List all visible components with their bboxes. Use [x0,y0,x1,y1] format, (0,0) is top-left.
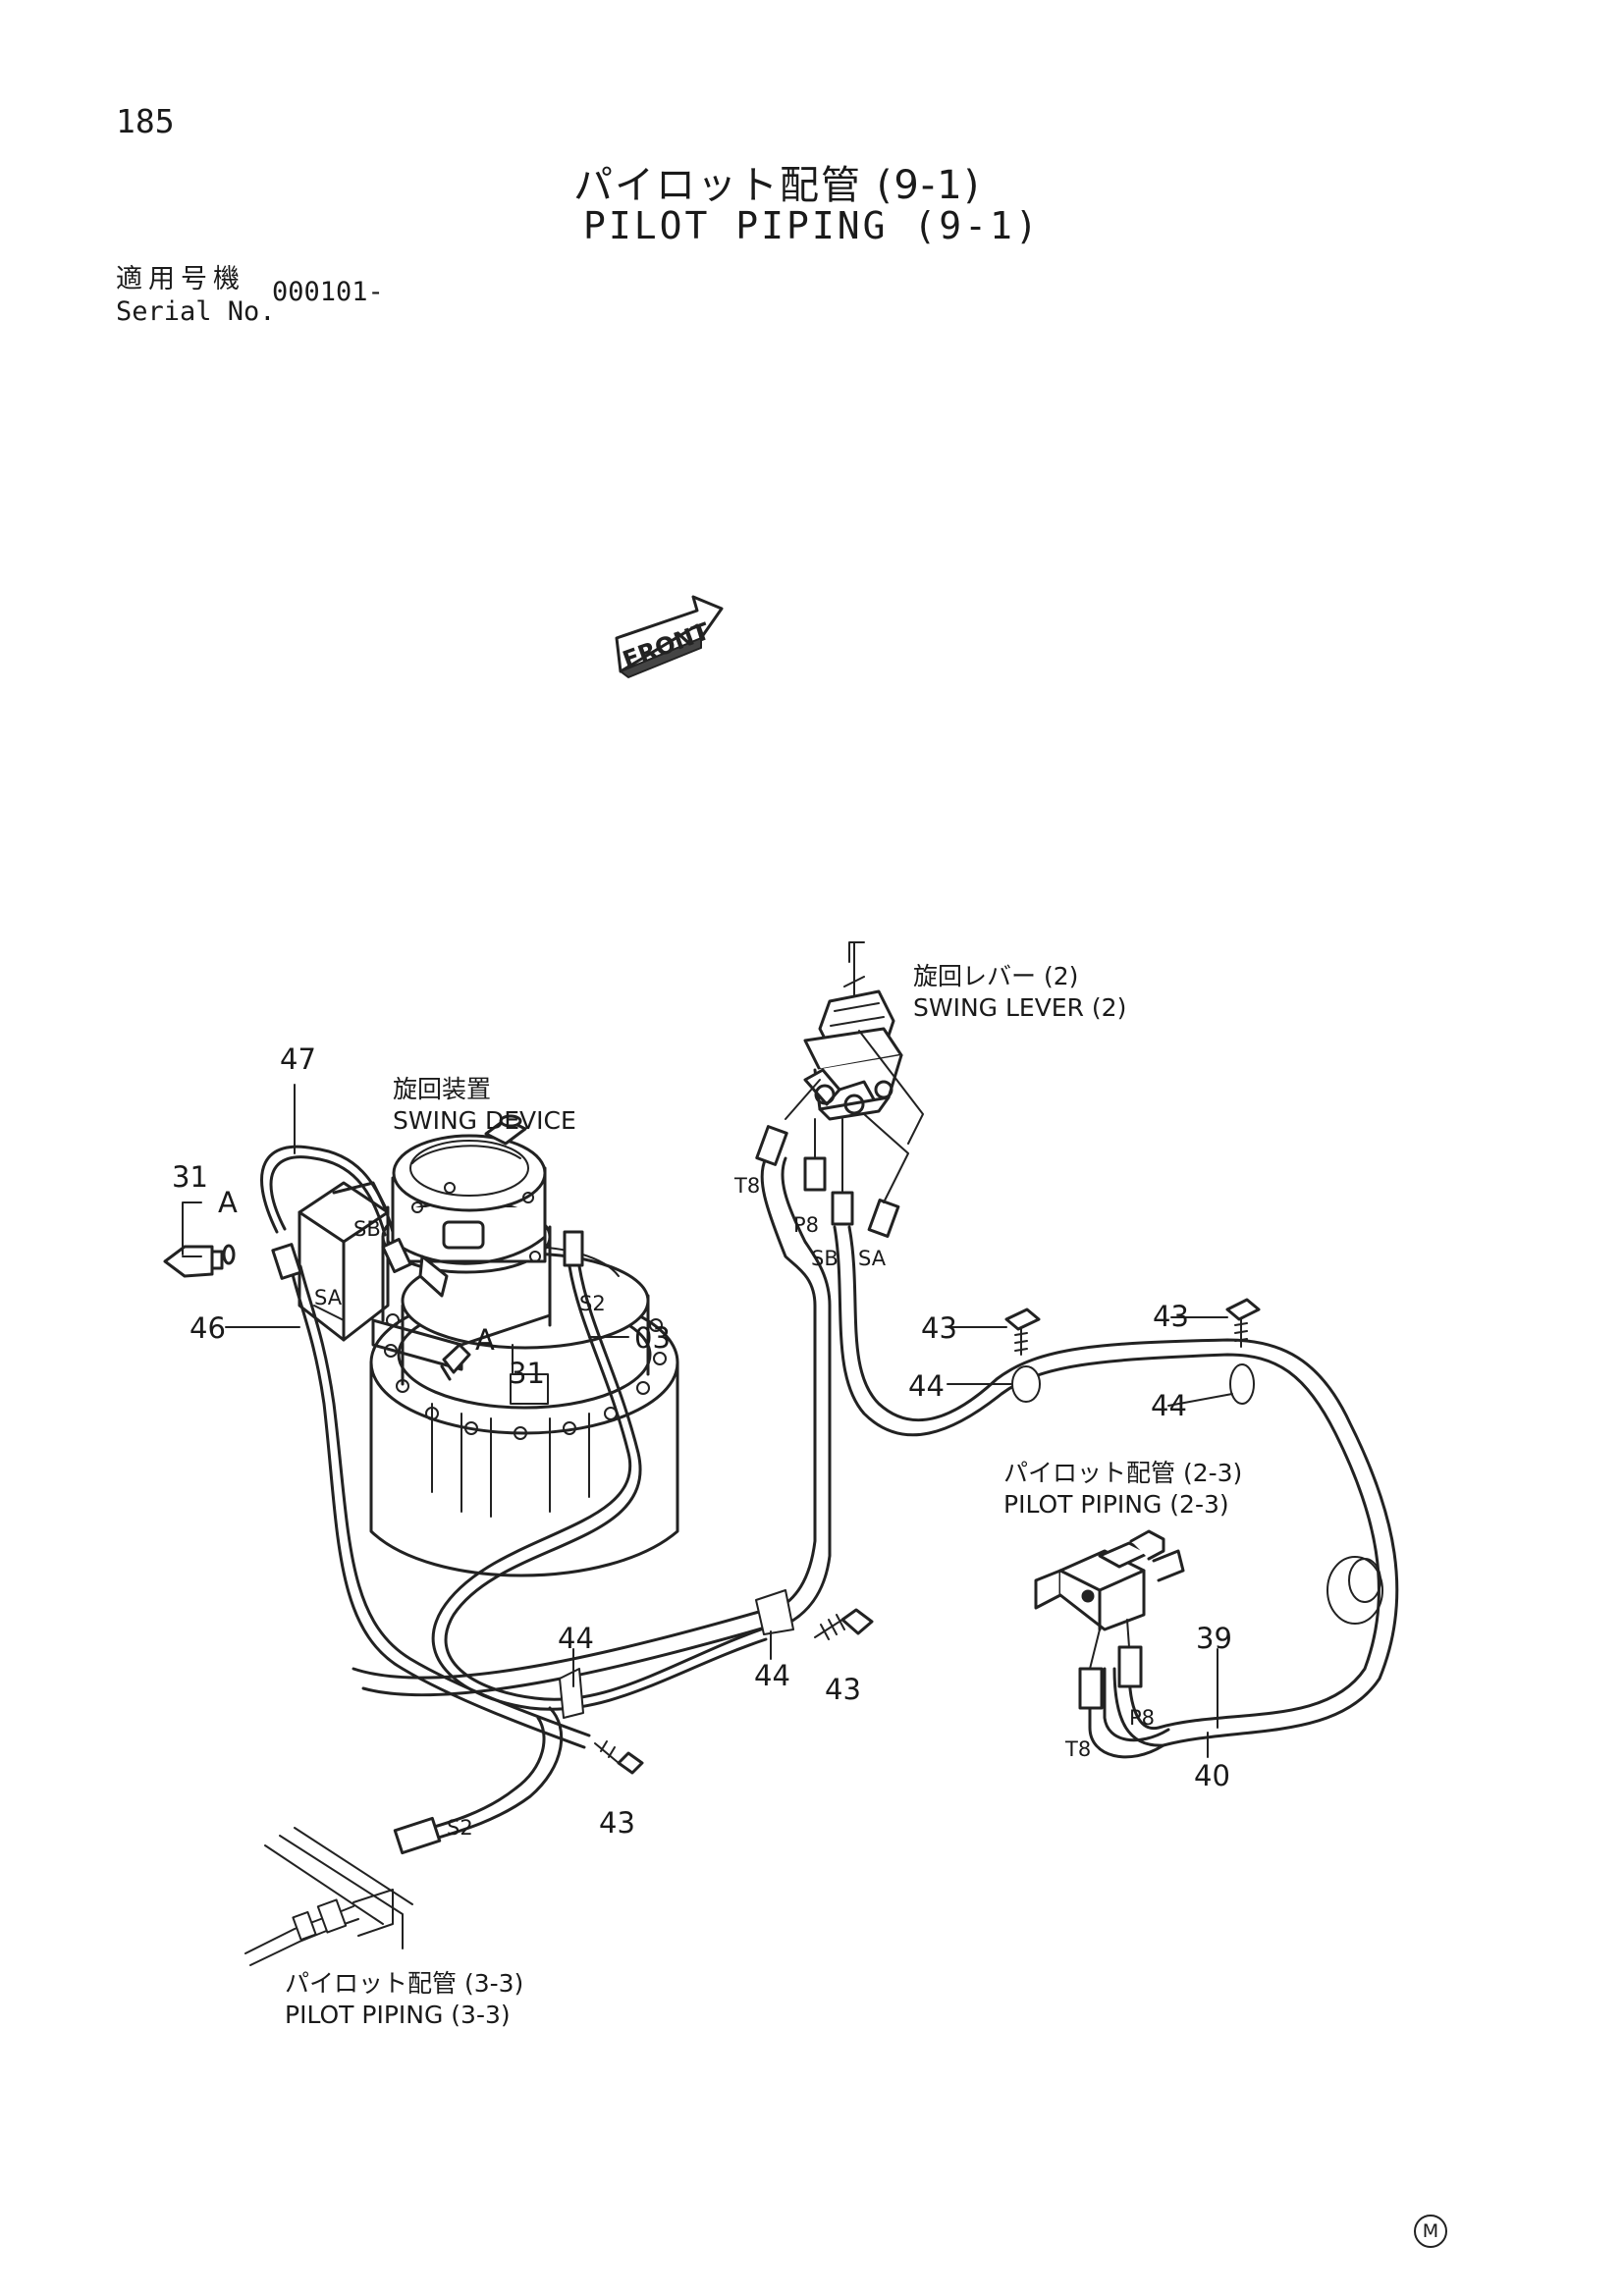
port-label-t8: T8 [1065,1737,1092,1761]
port-label-s2: S2 [579,1292,606,1315]
swing-device-drawing [369,1114,679,1577]
serial-label: Serial No. [116,296,276,327]
part-number-43: 43 [1153,1300,1189,1333]
part-number-43: 43 [599,1806,635,1840]
serial-value: 000101- [272,277,384,307]
part-number-31: 31 [172,1160,208,1194]
part-number-44: 44 [908,1369,945,1403]
view-marker-a: A [218,1186,238,1219]
part-number-44: 44 [754,1659,790,1692]
port-label-sa: SA [314,1286,343,1309]
leader-lines [225,1030,1233,1758]
swing-device-label-japanese: 旋回装置 [393,1075,492,1103]
view-marker-a: A [475,1323,495,1357]
port-label-sb: SB [811,1247,839,1270]
port-label-s2: S2 [447,1816,473,1840]
bolt-icon [1004,1308,1041,1356]
part-number-44: 44 [1151,1389,1187,1422]
swing-lever-drawing [803,941,903,1121]
pilot-hose-drawing [260,1079,1399,1855]
pilot-piping-2-3-label-japanese: パイロット配管 (2-3) [1003,1459,1243,1487]
part-number-03: 03 [634,1321,671,1355]
part-number-44: 44 [558,1622,594,1655]
bolt-icon [1225,1298,1261,1348]
port-label-sb: SB [353,1217,381,1241]
pilot-piping-2-3-label: PILOT PIPING (2-3) [1003,1490,1229,1519]
port-label-p8: P8 [1129,1706,1156,1730]
page-number: 185 [116,102,175,140]
swing-lever-label: SWING LEVER (2) [913,993,1127,1022]
port-label-t8: T8 [734,1174,761,1198]
part-number-40: 40 [1194,1759,1230,1792]
part-number-43: 43 [825,1673,861,1706]
pilot-3-3-plate-drawing [244,1827,413,1966]
pilot-valve-2-3-drawing [1034,1529,1185,1631]
pilot-piping-3-3-label: PILOT PIPING (3-3) [285,2001,511,2029]
swing-device-label: SWING DEVICE [393,1106,576,1135]
part-number-39: 39 [1196,1622,1232,1655]
page-title-japanese: パイロット配管 (9-1) [573,163,982,208]
serial-label-japanese: 適用号機 [116,264,245,294]
manual-mark: M [1414,2215,1447,2248]
swing-valve-block-drawing [298,1181,390,1342]
part-number-46: 46 [189,1311,226,1345]
part-number-31: 31 [509,1357,545,1390]
page-title: PILOT PIPING (9-1) [583,204,1041,247]
port-label-sa: SA [858,1247,887,1270]
pilot-piping-3-3-label-japanese: パイロット配管 (3-3) [285,1969,524,1998]
check-valve-drawing [163,1201,236,1278]
front-arrow-icon [615,595,724,678]
bolt-icon [814,1608,874,1640]
part-number-43: 43 [921,1311,957,1345]
part-number-47: 47 [280,1042,316,1076]
port-label-p8: P8 [793,1213,820,1237]
bolt-icon [594,1740,644,1775]
swing-lever-label-japanese: 旋回レバー (2) [913,962,1079,990]
